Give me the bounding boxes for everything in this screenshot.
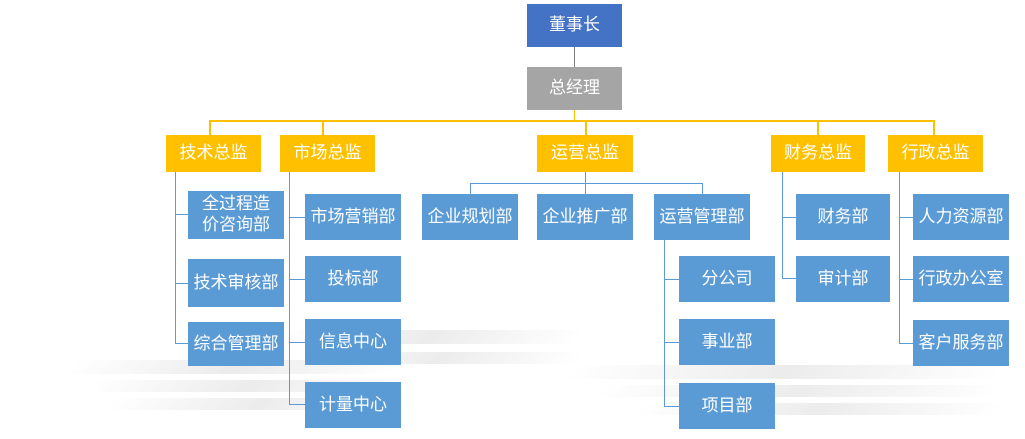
dept-label: 信息中心 <box>319 331 387 352</box>
dept-label: 项目部 <box>701 395 753 416</box>
connector-finance-spine <box>782 172 783 279</box>
dept-node-general-management: 综合管理部 <box>188 322 284 366</box>
dept-label: 财务部 <box>817 206 869 227</box>
dept-label: 市场营销部 <box>310 206 396 227</box>
connector-market-dept <box>289 404 305 405</box>
connector-market-dept <box>289 279 305 280</box>
dept-node-finance: 财务部 <box>796 194 890 240</box>
tech-director-node: 技术总监 <box>166 135 261 172</box>
connector-ops-dept <box>470 183 471 194</box>
dept-label: 事业部 <box>701 331 753 352</box>
dept-label: 行政办公室 <box>918 268 1004 289</box>
connector-gm-bus <box>574 110 575 121</box>
dept-node-ops-management: 运营管理部 <box>654 194 750 240</box>
connector-market-dept <box>289 342 305 343</box>
dept-node-hr: 人力资源部 <box>913 194 1009 240</box>
dept-label: 审计部 <box>817 268 869 289</box>
general-manager-label: 总经理 <box>549 78 600 98</box>
dept-node-admin-office: 行政办公室 <box>913 256 1009 302</box>
connector-admin-dept <box>899 279 913 280</box>
dept-node-metering-center: 计量中心 <box>305 382 401 428</box>
connector-admin-dept <box>899 217 913 218</box>
connector-market <box>322 120 324 135</box>
dept-node-bidding: 投标部 <box>305 256 401 302</box>
dept-node-branch: 分公司 <box>679 256 775 302</box>
dept-node-info-center: 信息中心 <box>305 319 401 365</box>
dept-node-project: 项目部 <box>679 383 775 429</box>
connector-finance-dept <box>782 217 796 218</box>
ops-director-node: 运营总监 <box>537 135 633 172</box>
market-director-label: 市场总监 <box>293 143 362 163</box>
connector-ops-sub-spine <box>664 240 665 407</box>
connector-market-dept <box>289 217 305 218</box>
dept-node-business-unit: 事业部 <box>679 319 775 365</box>
connector-ops-dept <box>585 183 586 194</box>
dept-node-marketing: 市场营销部 <box>305 194 401 240</box>
tech-director-label: 技术总监 <box>179 143 248 163</box>
dept-node-audit: 审计部 <box>796 256 890 302</box>
dept-node-cost-consulting: 全过程造价咨询部 <box>188 191 284 239</box>
connector-ops-sub <box>664 279 679 280</box>
dept-label: 全过程造价咨询部 <box>202 194 270 235</box>
dept-label: 人力资源部 <box>918 206 1004 227</box>
dept-label: 投标部 <box>327 268 379 289</box>
dept-node-planning: 企业规划部 <box>422 194 518 240</box>
connector-tech <box>209 120 211 135</box>
chairman-label: 董事长 <box>549 15 600 35</box>
dept-label: 企业规划部 <box>427 206 513 227</box>
reflection-shadow <box>594 385 1006 397</box>
dept-label: 计量中心 <box>319 394 387 415</box>
dept-label: 客户服务部 <box>918 332 1004 353</box>
ops-director-label: 运营总监 <box>551 143 619 163</box>
dept-label: 技术审核部 <box>193 272 279 293</box>
connector-chairman-gm <box>574 47 575 67</box>
dept-node-promotion: 企业推广部 <box>537 194 633 240</box>
connector-market-spine <box>289 172 290 405</box>
admin-director-node: 行政总监 <box>888 135 983 172</box>
connector-director-bus <box>209 120 935 122</box>
connector-finance <box>817 120 819 135</box>
connector-ops-dept <box>702 183 703 194</box>
reflection-shadow <box>563 365 1007 379</box>
dept-label: 分公司 <box>701 268 753 289</box>
dept-label: 企业推广部 <box>542 206 628 227</box>
connector-admin-spine <box>899 172 900 344</box>
connector-admin-dept <box>899 343 913 344</box>
connector-ops <box>585 120 587 135</box>
dept-label: 运营管理部 <box>659 206 745 227</box>
connector-ops-sub <box>664 342 679 343</box>
connector-tech-dept <box>175 283 188 284</box>
chairman-node: 董事长 <box>527 4 622 47</box>
connector-ops-bus <box>470 183 703 184</box>
general-manager-node: 总经理 <box>527 67 622 110</box>
connector-tech-spine <box>175 172 176 344</box>
finance-director-label: 财务总监 <box>784 143 852 163</box>
connector-ops-sub <box>664 406 679 407</box>
dept-node-tech-review: 技术审核部 <box>188 259 284 307</box>
connector-tech-dept <box>175 214 188 215</box>
connector-ops-down <box>585 172 586 183</box>
finance-director-node: 财务总监 <box>771 135 865 172</box>
market-director-node: 市场总监 <box>280 135 375 172</box>
connector-tech-dept <box>175 343 188 344</box>
dept-node-customer-service: 客户服务部 <box>913 320 1009 366</box>
admin-director-label: 行政总监 <box>901 143 970 163</box>
dept-label: 综合管理部 <box>193 333 279 354</box>
connector-admin <box>933 120 935 135</box>
connector-finance-dept <box>782 278 796 279</box>
